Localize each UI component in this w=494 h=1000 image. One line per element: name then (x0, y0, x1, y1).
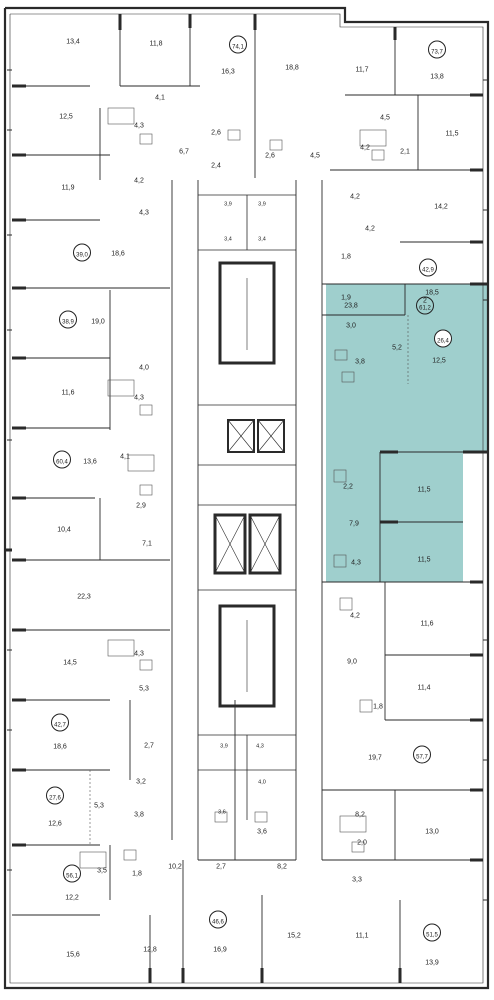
dividers-dashed (89, 315, 409, 845)
elevator-3 (213, 513, 247, 575)
elevator-2 (257, 419, 285, 453)
fixtures (79, 107, 387, 869)
outer-walls (3, 6, 490, 990)
selected-apartment-fill[interactable] (326, 284, 488, 582)
windows (7, 69, 489, 901)
south-stairwell (218, 604, 276, 708)
elevator-4 (248, 513, 282, 575)
thick-partitions (12, 14, 488, 983)
interior-walls (12, 14, 488, 983)
core (198, 194, 296, 820)
elevator-1 (227, 419, 255, 453)
north-stairwell (218, 261, 276, 365)
